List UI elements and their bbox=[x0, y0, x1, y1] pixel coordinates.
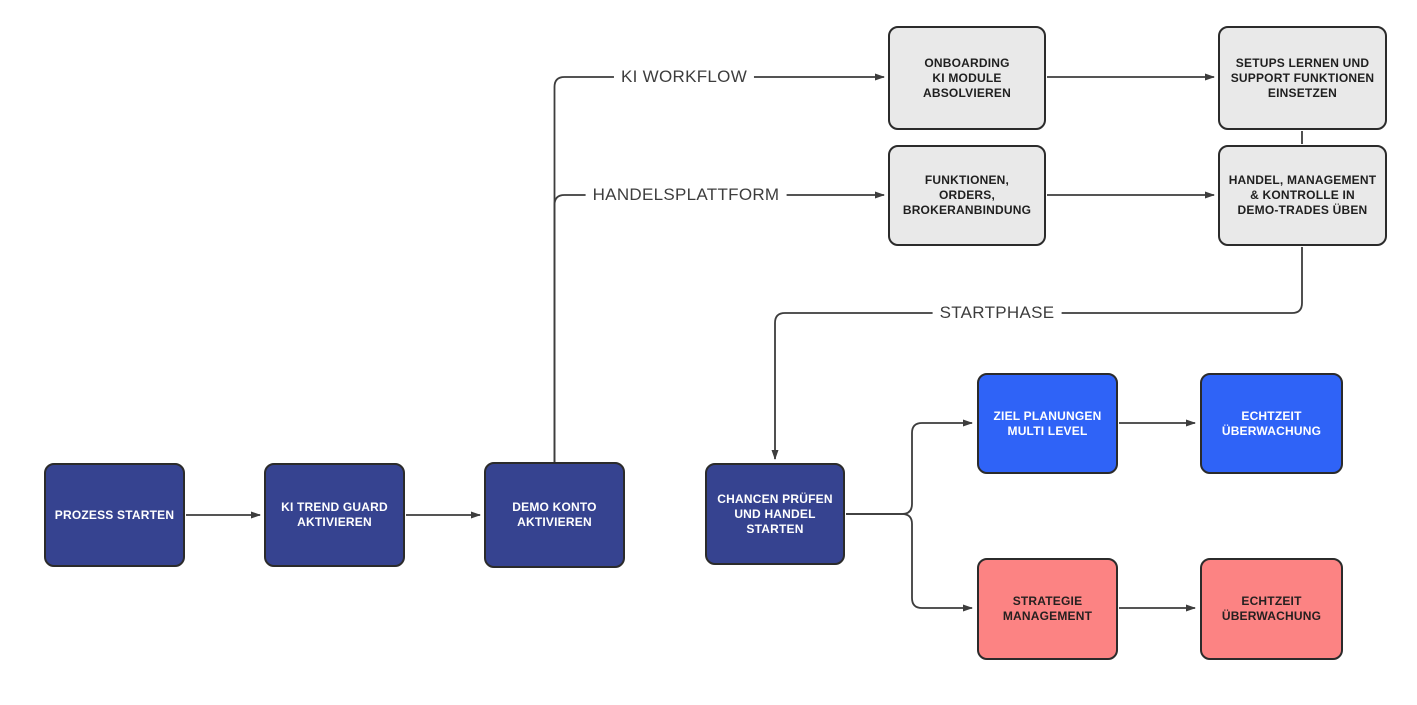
node-label: FUNKTIONEN, ORDERS, BROKERANBINDUNG bbox=[902, 173, 1032, 217]
edge-chancen-to-strategie bbox=[846, 513, 973, 612]
node-label: CHANCEN PRÜFEN UND HANDEL STARTEN bbox=[717, 491, 833, 536]
node-ki-trend-guard-aktivieren: KI TREND GUARD AKTIVIEREN bbox=[264, 463, 405, 567]
node-demo-konto-aktivieren: DEMO KONTO AKTIVIEREN bbox=[484, 462, 625, 568]
node-handel-management-kontrolle: HANDEL, MANAGEMENT & KONTROLLE IN DEMO-T… bbox=[1218, 145, 1387, 246]
edge-demo-to-onboarding bbox=[553, 73, 885, 462]
edge-label-handelsplattform: HANDELSPLATTFORM bbox=[585, 184, 787, 206]
node-echtzeit-ueberwachung-oben: ECHTZEIT ÜBERWACHUNG bbox=[1200, 373, 1343, 474]
node-onboarding-ki-module: ONBOARDING KI MODULE ABSOLVIEREN bbox=[888, 26, 1046, 130]
node-label: ECHTZEIT ÜBERWACHUNG bbox=[1221, 408, 1322, 438]
node-chancen-pruefen: CHANCEN PRÜFEN UND HANDEL STARTEN bbox=[705, 463, 845, 565]
edge-label-ki-workflow: KI WORKFLOW bbox=[613, 66, 755, 88]
node-strategie-management: STRATEGIE MANAGEMENT bbox=[977, 558, 1118, 660]
node-label: KI TREND GUARD AKTIVIEREN bbox=[281, 500, 388, 529]
node-echtzeit-ueberwachung-unten: ECHTZEIT ÜBERWACHUNG bbox=[1200, 558, 1343, 660]
edge-demo-to-funktionen bbox=[553, 191, 885, 462]
node-label: ONBOARDING KI MODULE ABSOLVIEREN bbox=[923, 55, 1011, 100]
node-label: HANDEL, MANAGEMENT & KONTROLLE IN DEMO-T… bbox=[1228, 173, 1377, 217]
node-label: STRATEGIE MANAGEMENT bbox=[1002, 594, 1093, 623]
node-label: SETUPS LERNEN UND SUPPORT FUNKTIONEN EIN… bbox=[1230, 55, 1375, 100]
node-label: ZIEL PLANUNGEN MULTI LEVEL bbox=[993, 408, 1102, 438]
node-label: PROZESS STARTEN bbox=[54, 507, 175, 522]
edge-chancen-to-ziel bbox=[846, 419, 973, 515]
node-prozess-starten: PROZESS STARTEN bbox=[44, 463, 185, 567]
node-funktionen-orders-broker: FUNKTIONEN, ORDERS, BROKERANBINDUNG bbox=[888, 145, 1046, 246]
node-ziel-planungen: ZIEL PLANUNGEN MULTI LEVEL bbox=[977, 373, 1118, 474]
node-setups-lernen: SETUPS LERNEN UND SUPPORT FUNKTIONEN EIN… bbox=[1218, 26, 1387, 130]
node-label: ECHTZEIT ÜBERWACHUNG bbox=[1221, 594, 1322, 623]
node-label: DEMO KONTO AKTIVIEREN bbox=[512, 500, 597, 529]
edge-label-startphase: STARTPHASE bbox=[932, 302, 1062, 324]
